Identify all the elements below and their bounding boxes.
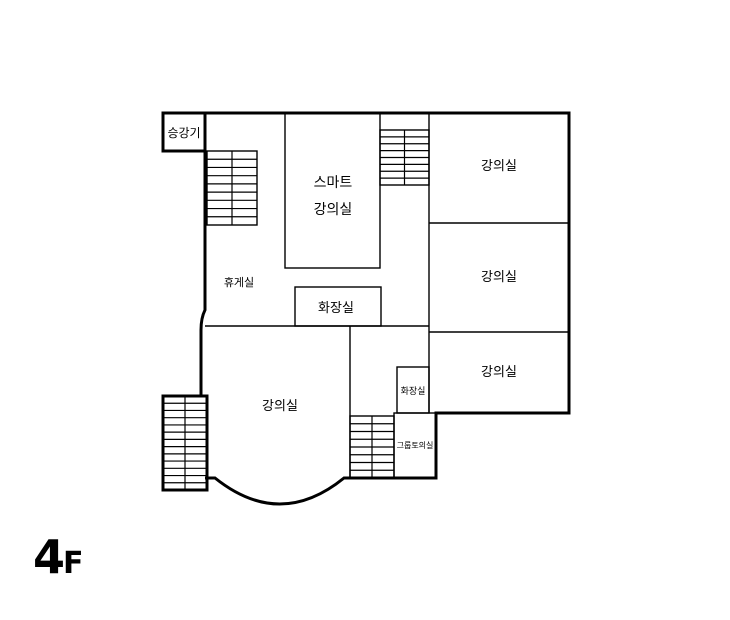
restroom-label: 화장실 xyxy=(318,301,354,316)
stairs-top-center xyxy=(379,129,430,186)
group-discussion-label: 그룹토의실 xyxy=(397,440,434,450)
lecture-room-label-4: 강의실 xyxy=(262,399,298,414)
small-restroom-label: 화장실 xyxy=(401,386,426,397)
lecture-room-label-2: 강의실 xyxy=(481,270,517,285)
lecture-room-label-3: 강의실 xyxy=(481,365,517,380)
smart-lecture-label-line2: 강의실 xyxy=(314,202,353,218)
floor-unit: F xyxy=(63,546,83,581)
stairs-left xyxy=(162,395,208,491)
floor-indicator: 4F xyxy=(33,530,83,584)
lounge-label: 휴게실 xyxy=(224,276,254,289)
smart-lecture-label-line1: 스마트 xyxy=(314,175,353,191)
floor-number: 4 xyxy=(33,530,65,584)
elevator-label: 승강기 xyxy=(167,126,200,140)
lecture-room-label-1: 강의실 xyxy=(481,159,517,174)
elevator xyxy=(161,111,207,153)
stairs-lounge xyxy=(206,150,258,226)
stairs-bottom-center xyxy=(349,415,395,479)
